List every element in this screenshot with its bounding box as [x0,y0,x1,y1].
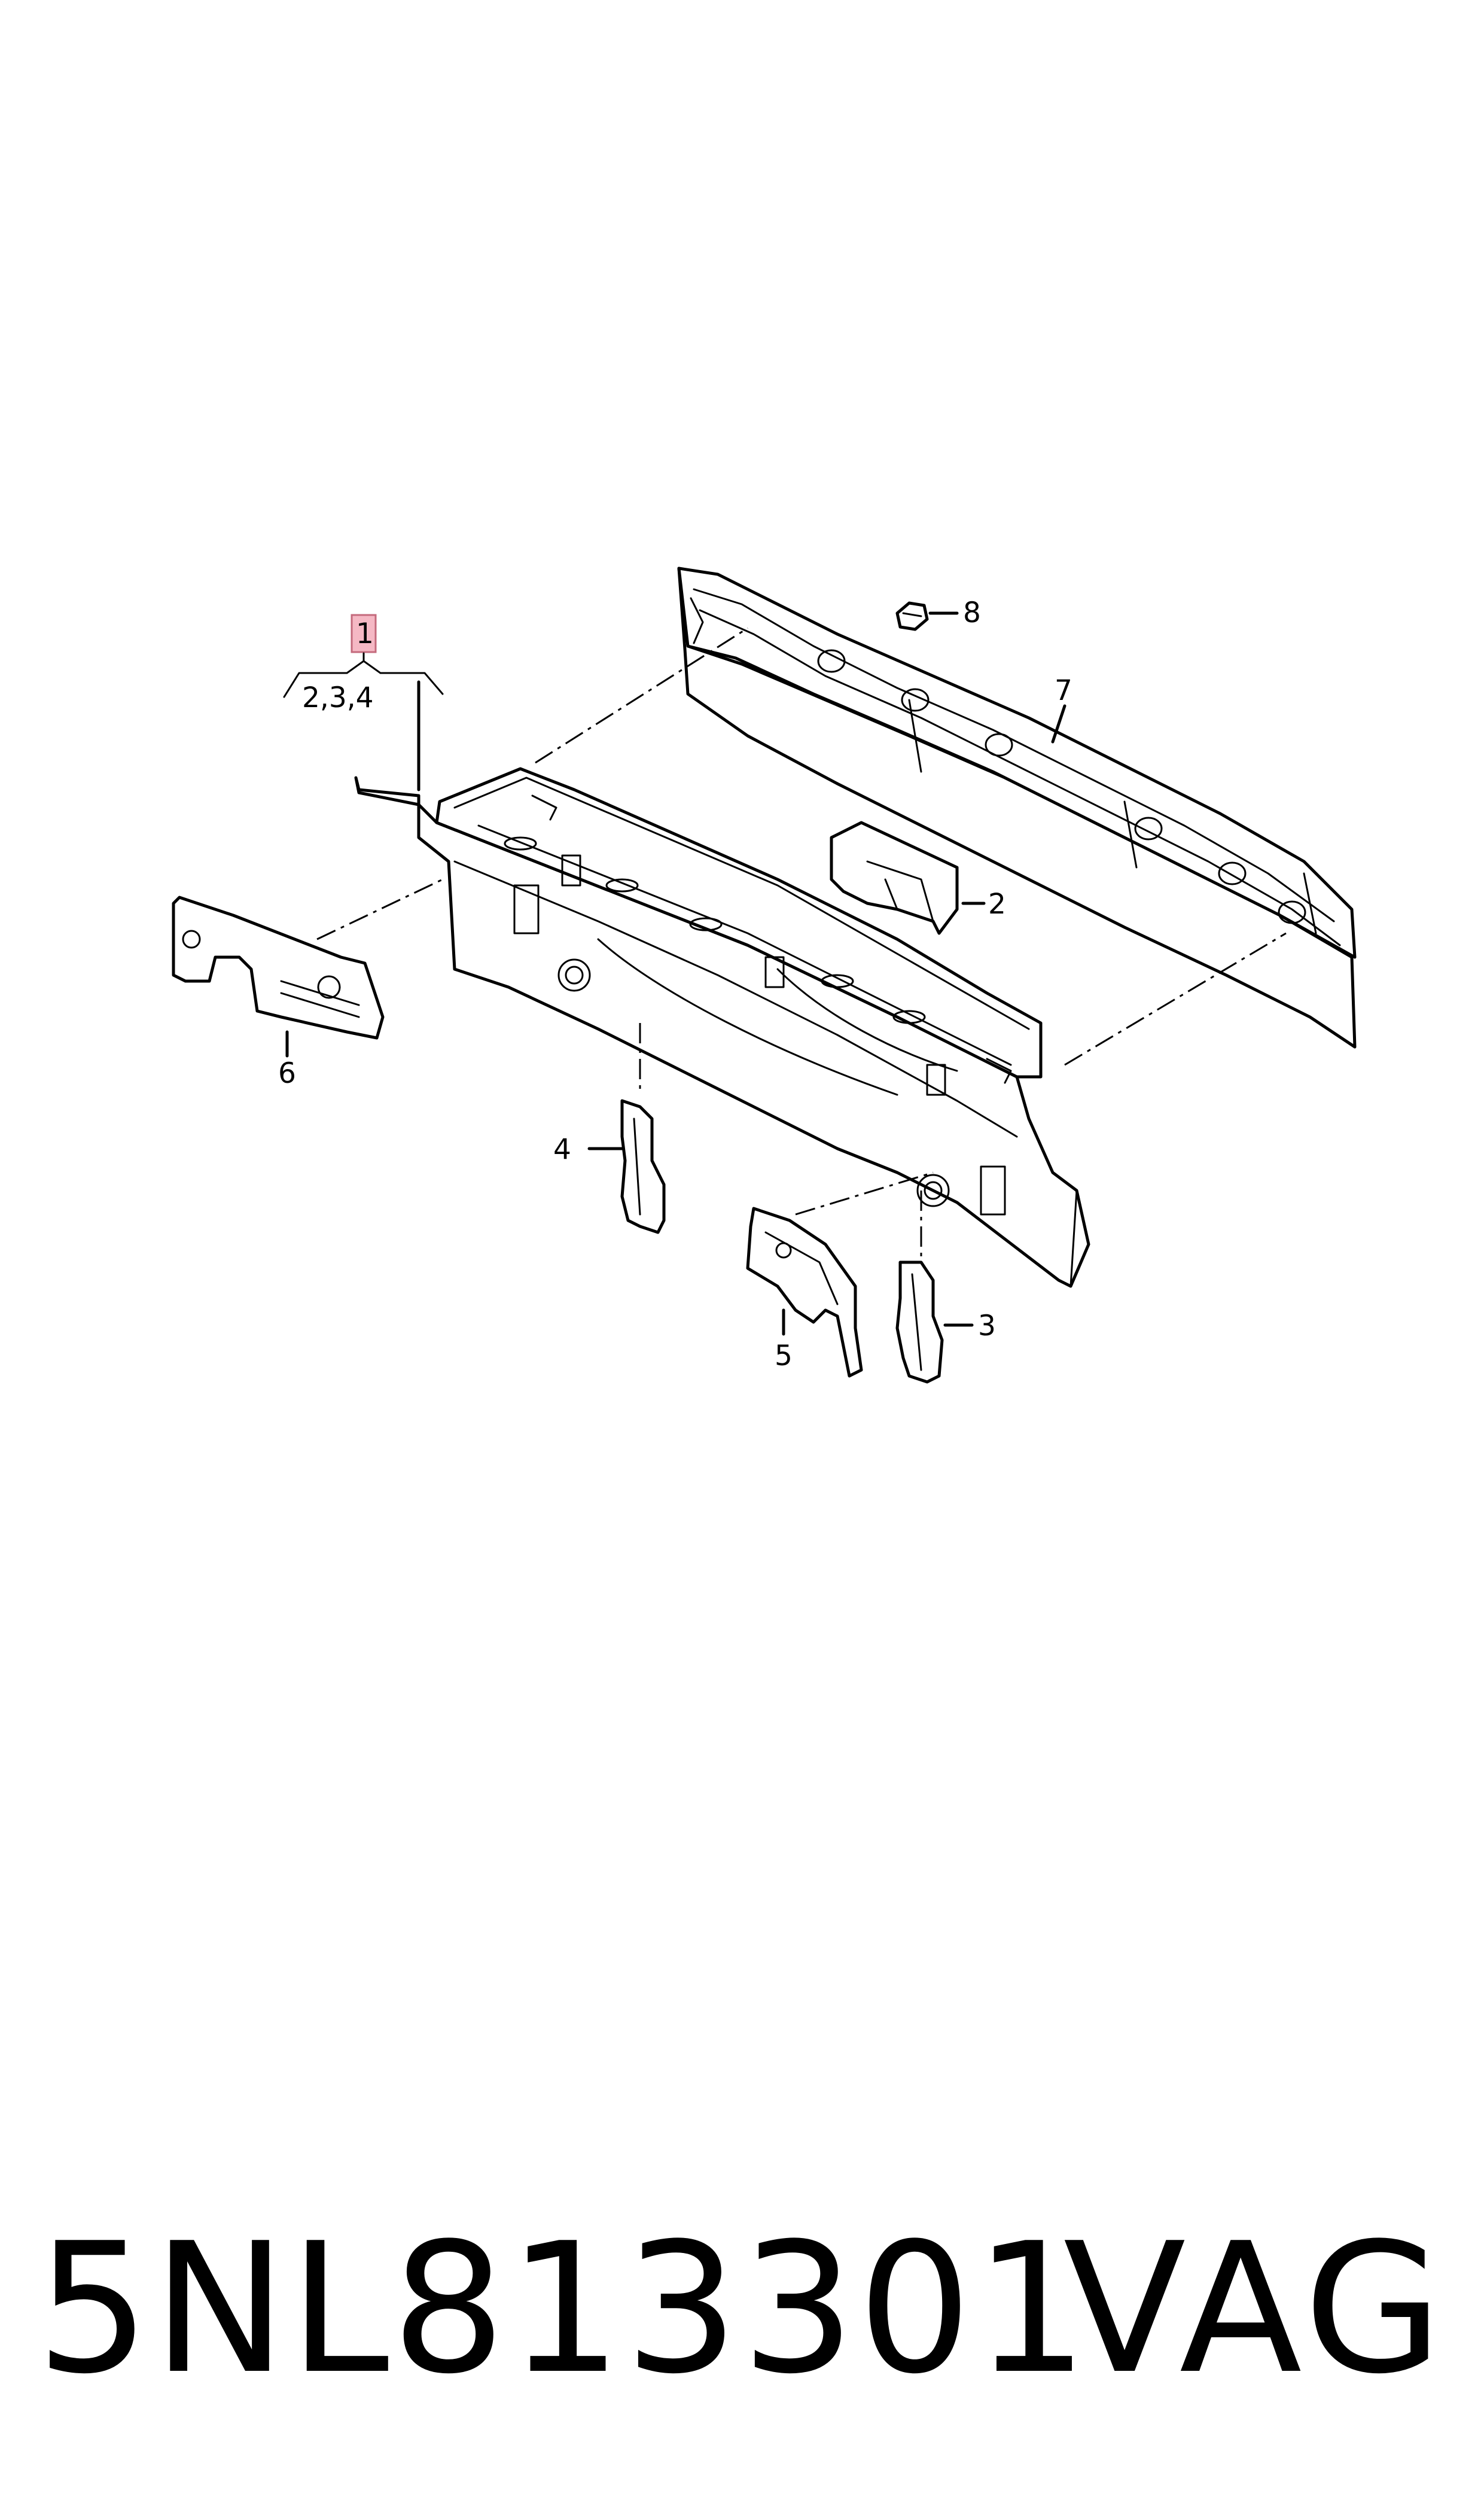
callout-3: 3 [978,1310,996,1342]
leader-lines [285,611,1066,1336]
part-1-rear-panel [354,767,1090,1288]
part-3-right-reinforcement [895,1260,944,1384]
part-number: 5NL813301 [36,2205,1091,2413]
part-4-left-reinforcement [620,1099,666,1234]
part-6-left-plate [172,896,385,1040]
callout-6: 6 [278,1057,296,1090]
part-8-bolt [895,601,929,631]
callout-7: 7 [1055,674,1072,707]
brand: VAG [1063,2205,1448,2413]
callout-8: 8 [963,596,981,629]
callout-1-highlight [351,614,377,653]
part-7-upper-cross-member [677,567,1357,1049]
callout-1: 1 [356,617,374,650]
callout-4: 4 [553,1133,571,1166]
part-5-lower-bracket [746,1207,863,1378]
part-2-bracket [830,821,959,935]
alignment-lines [316,627,1287,1262]
callout-2: 2 [988,888,1006,921]
callout-5: 5 [775,1339,793,1372]
callout-1-bracket [283,614,444,698]
footer: 5NL813301 VAG [36,2208,1448,2411]
callout-2-3-4: 2,3,4 [302,681,374,714]
